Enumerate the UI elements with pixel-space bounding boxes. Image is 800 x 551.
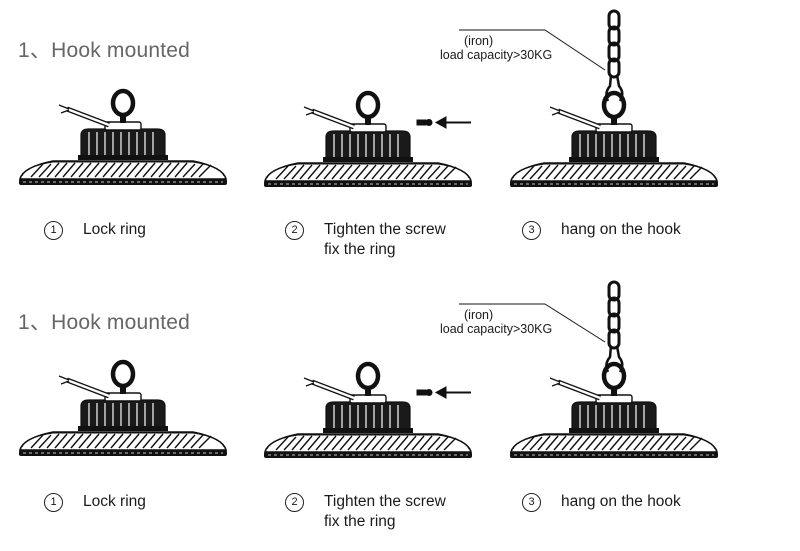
step-3: 3 hang on the hook (522, 492, 681, 512)
section-title: 1、Hook mounted (18, 311, 191, 334)
step-number-badge: 3 (522, 493, 541, 512)
note-material: (iron) (464, 308, 494, 322)
step-1: 1 Lock ring (44, 220, 146, 240)
note-capacity: load capacity>30KG (440, 48, 553, 62)
lamp-step1 (19, 91, 227, 185)
step-label: Lock ring (83, 493, 146, 510)
illustrations (0, 9, 800, 270)
load-note: (iron) load capacity>30KG (440, 308, 552, 336)
step-number-badge: 2 (285, 221, 304, 240)
step-number-badge: 3 (522, 221, 541, 240)
step-number-badge: 1 (44, 221, 63, 240)
lamp-step2 (264, 364, 472, 458)
illustrations (0, 280, 800, 542)
lamp-step1 (19, 362, 227, 456)
section-title: 1、Hook mounted (18, 39, 191, 62)
step-number-badge: 1 (44, 493, 63, 512)
panel-bottom: 1、Hook mounted (iron) load capacity>30KG… (0, 272, 800, 542)
note-leader (459, 303, 606, 343)
screw-arrow-icon (416, 386, 471, 399)
load-note: (iron) load capacity>30KG (440, 34, 552, 62)
step-1: 1 Lock ring (44, 492, 146, 512)
note-capacity: load capacity>30KG (440, 322, 553, 336)
step-label: hang on the hook (561, 221, 681, 238)
lamp-step2 (264, 93, 472, 187)
note-material: (iron) (464, 34, 494, 48)
step-label: Lock ring (83, 221, 146, 238)
panel-top: 1、Hook mounted (iron) load capacity>30KG… (0, 0, 800, 270)
step-label: hang on the hook (561, 493, 681, 510)
step-number-badge: 2 (285, 493, 304, 512)
note-leader (459, 29, 606, 71)
step-3: 3 hang on the hook (522, 220, 681, 240)
screw-arrow-icon (416, 116, 471, 129)
